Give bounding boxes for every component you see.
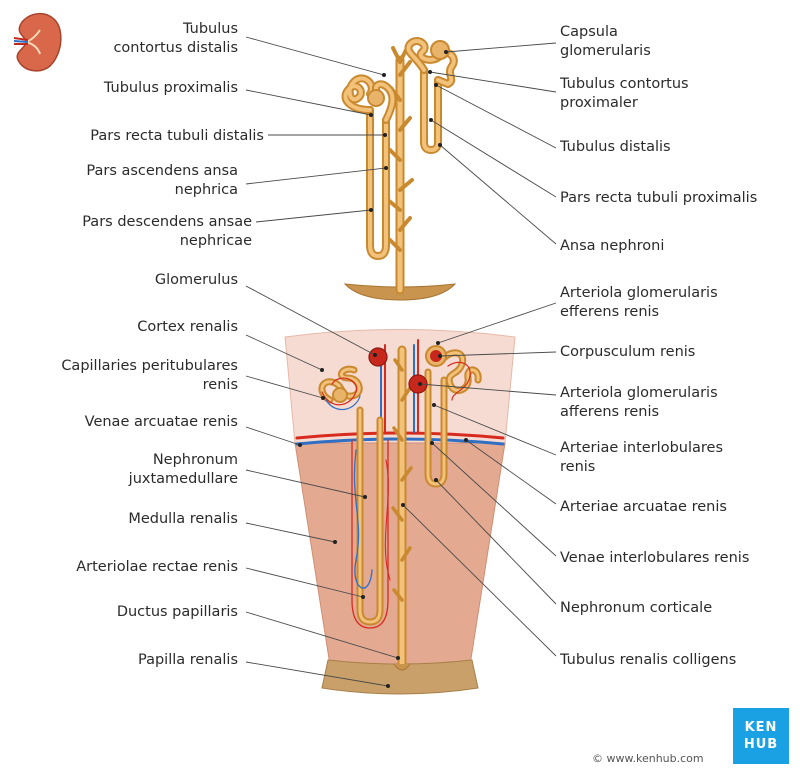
cortical-tubules-right [438,349,482,401]
label-tubulus-renalis-colligens: Tubulus renalis colligens [559,652,736,668]
logo-line-2: HUB [743,737,779,752]
label-arteriae-interlobulares-1: Arteriae interlobulares [560,440,723,456]
label-nephronum-corticale: Nephronum corticale [560,600,712,616]
label-ductus-papillaris: Ductus papillaris [117,604,238,620]
kenhub-logo: KEN HUB [733,708,789,764]
label-pars-recta-tubuli-distalis: Pars recta tubuli distalis [90,128,264,144]
label-papilla-renalis: Papilla renalis [138,652,238,668]
svg-text:Nephronum corticale: Nephronum corticale [560,600,712,616]
svg-text:Venae interlobulares renis: Venae interlobulares renis [560,550,749,566]
label-capsula-1: Capsula [560,24,618,40]
svg-text:Pars recta tubuli proximalis: Pars recta tubuli proximalis [560,190,757,206]
svg-text:Arteriae arcuatae renis: Arteriae arcuatae renis [560,499,727,515]
label-glomerulus: Glomerulus [155,272,238,288]
label-cortex-renalis: Cortex renalis [137,319,238,335]
right-labels: Capsula glomerularis Tubulus contortus pro… [559,24,757,668]
label-capsula-2: glomerularis [560,43,651,59]
label-arteriola-afferens-1: Arteriola glomerularis [560,385,718,401]
svg-text:Arteriolae rectae renis: Arteriolae rectae renis [76,559,238,575]
label-ansa-nephroni: Ansa nephroni [560,238,664,254]
svg-text:Papilla renalis: Papilla renalis [138,652,238,668]
svg-text:Glomerulus: Glomerulus [155,272,238,288]
label-tubulus-contortus-distalis-1: Tubulus [182,21,238,37]
label-tubulus-contortus-prox-1: Tubulus contortus [559,76,689,92]
label-arteriae-arcuatae: Arteriae arcuatae renis [560,499,727,515]
label-pars-recta-tubuli-proximalis: Pars recta tubuli proximalis [560,190,757,206]
label-nephronum-juxta-1: Nephronum [153,452,238,468]
svg-text:Medulla renalis: Medulla renalis [128,511,238,527]
label-pars-descendens-2: nephricae [180,233,252,249]
svg-text:Corpusculum renis: Corpusculum renis [560,344,695,360]
label-pars-ascendens-1: Pars ascendens ansa [86,163,238,179]
label-pars-descendens-1: Pars descendens ansae [82,214,252,230]
left-labels: Tubulus contortus distalis Tubulus proxim… [61,21,264,668]
label-tubulus-contortus-prox-2: proximaler [560,95,638,111]
leader-lines [245,36,557,688]
label-tubulus-proximalis: Tubulus proximalis [103,80,238,96]
label-arteriae-interlobulares-2: renis [560,459,595,475]
kidney-thumbnail-icon [13,12,62,72]
label-tubulus-distalis: Tubulus distalis [559,139,671,155]
label-arteriolae-rectae: Arteriolae rectae renis [76,559,238,575]
label-arteriola-afferens-2: afferens renis [560,404,659,420]
isolated-nephron [341,37,458,301]
svg-text:Ansa nephroni: Ansa nephroni [560,238,664,254]
svg-text:Ductus papillaris: Ductus papillaris [117,604,238,620]
svg-text:Pars recta tubuli distalis: Pars recta tubuli distalis [90,128,264,144]
label-tubulus-contortus-distalis-2: contortus distalis [113,40,238,56]
label-venae-interlobulares: Venae interlobulares renis [560,550,749,566]
papilla-region [321,659,479,695]
copyright-text: © www.kenhub.com [592,752,704,765]
svg-text:Tubulus renalis colligens: Tubulus renalis colligens [559,652,736,668]
label-pars-ascendens-2: nephrica [175,182,238,198]
svg-text:Tubulus proximalis: Tubulus proximalis [103,80,238,96]
capillary-network-left [318,365,363,411]
label-capillaries-2: renis [203,377,238,393]
label-arteriola-efferens-2: efferens renis [560,304,659,320]
kidney-tissue-block [284,329,516,695]
svg-text:Cortex renalis: Cortex renalis [137,319,238,335]
label-corpusculum-renis: Corpusculum renis [560,344,695,360]
label-arteriola-efferens-1: Arteriola glomerularis [560,285,718,301]
label-nephronum-juxta-2: juxtamedullare [128,471,238,487]
logo-line-1: KEN [744,720,778,735]
label-capillaries-1: Capillaries peritubulares [61,358,238,374]
svg-text:Venae arcuatae renis: Venae arcuatae renis [85,414,238,430]
svg-text:Tubulus distalis: Tubulus distalis [559,139,671,155]
label-venae-arcuatae: Venae arcuatae renis [85,414,238,430]
label-medulla-renalis: Medulla renalis [128,511,238,527]
